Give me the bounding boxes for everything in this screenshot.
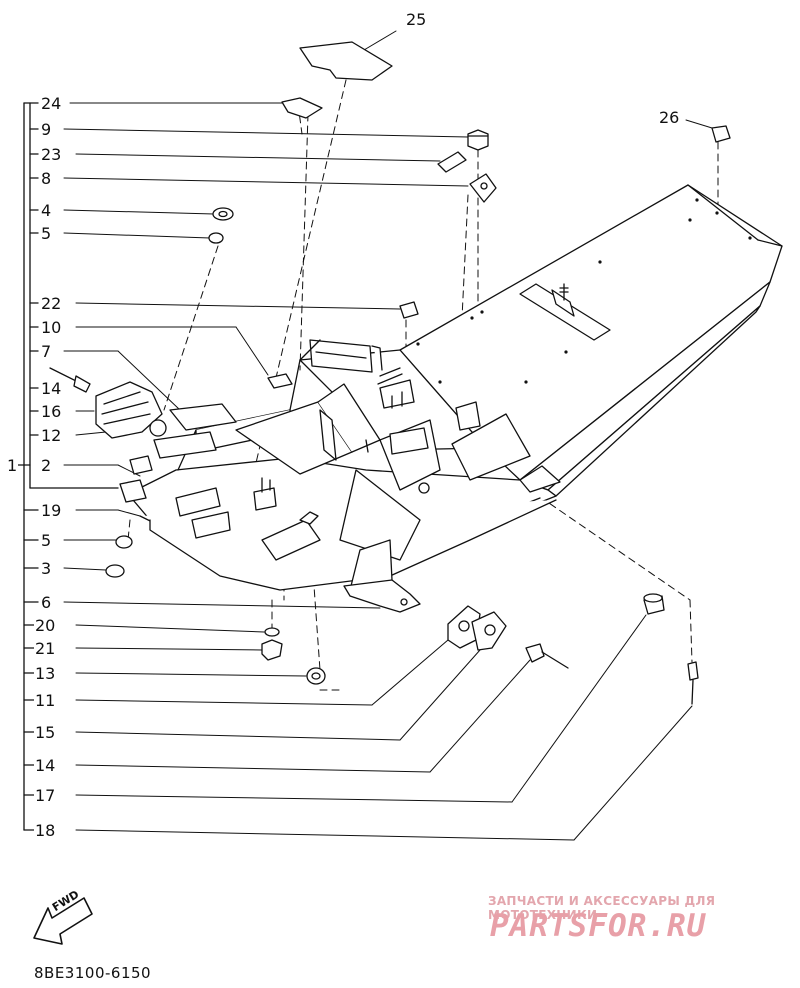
panel-hinge <box>519 283 611 341</box>
callout-3: 3 <box>40 559 53 578</box>
part-16-damper-bellows <box>95 381 167 439</box>
part-14-bolt-left <box>49 367 91 393</box>
part-23-damper <box>437 151 467 173</box>
callout-5-bottom: 5 <box>40 531 53 550</box>
callout-16: 16 <box>40 402 63 421</box>
callout-24: 24 <box>40 94 63 113</box>
callout-20: 20 <box>34 616 57 635</box>
part-17-cap <box>643 593 665 615</box>
part-20-washer <box>264 627 280 637</box>
callout-1: 1 <box>6 456 19 475</box>
part-22-damper <box>399 301 419 319</box>
callout-18: 18 <box>34 821 57 840</box>
watermark-tagline: ЗАПЧАСТИ И АКСЕССУАРЫ ДЛЯ МОТОТЕХНИКИ <box>488 894 716 922</box>
part-25-cover-plate <box>299 41 393 81</box>
part-13-collar <box>306 667 326 685</box>
part-14-bolt-right <box>525 643 569 669</box>
watermark-brand: PARTSFOR.RU <box>490 908 707 944</box>
diagram-code: 8BE3100-6150 <box>34 964 152 982</box>
callout-25: 25 <box>405 10 428 29</box>
callout-13: 13 <box>34 664 57 683</box>
part-8-bracket <box>469 173 497 203</box>
callout-2: 2 <box>40 456 53 475</box>
part-18-clip <box>687 661 699 705</box>
part-21-nut <box>261 639 283 661</box>
callout-10: 10 <box>40 318 63 337</box>
part-9-nut <box>467 129 489 151</box>
part-3-bush <box>105 564 125 578</box>
callout-23: 23 <box>40 145 63 164</box>
callout-22: 22 <box>40 294 63 313</box>
part-5-collar-bottom <box>115 535 133 549</box>
callout-19: 19 <box>40 501 63 520</box>
part-10-damper <box>267 373 293 389</box>
fwd-arrow-icon <box>33 897 93 945</box>
callout-17: 17 <box>34 786 57 805</box>
callout-4: 4 <box>40 201 53 220</box>
callout-15: 15 <box>34 723 57 742</box>
callout-14-bottom: 14 <box>34 756 57 775</box>
callout-7: 7 <box>40 342 53 361</box>
callout-8: 8 <box>40 169 53 188</box>
callout-26: 26 <box>658 108 681 127</box>
callout-5-top: 5 <box>40 224 53 243</box>
part-5-collar-top <box>208 232 224 244</box>
part-4-grommet <box>212 207 234 221</box>
callout-12: 12 <box>40 426 63 445</box>
leader-lines <box>63 30 713 841</box>
bracket-lines <box>17 102 119 831</box>
part-26-cap <box>711 125 731 143</box>
callout-9: 9 <box>40 120 53 139</box>
callout-6: 6 <box>40 593 53 612</box>
frame-body <box>119 339 561 613</box>
callout-11: 11 <box>34 691 57 710</box>
part-24-pad <box>281 97 323 119</box>
part-15-bracket <box>471 611 507 651</box>
callout-21: 21 <box>34 639 57 658</box>
callout-14-top: 14 <box>40 379 63 398</box>
